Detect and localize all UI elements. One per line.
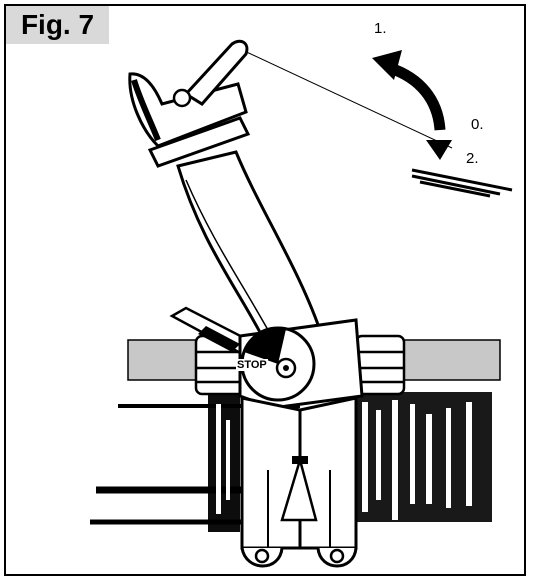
- bracket-left: [240, 396, 302, 550]
- bracket-slot: [280, 455, 318, 522]
- deflector-handle: [183, 39, 249, 106]
- position-2-label: 2.: [466, 150, 479, 167]
- ground-hatch: [411, 168, 513, 198]
- arrow-head-up: [372, 50, 402, 80]
- lever-arrow: [198, 326, 240, 352]
- position-0-label: 0.: [471, 116, 484, 133]
- right-coil: [354, 334, 406, 396]
- figure-label: Fig. 7: [6, 6, 109, 44]
- leader-line: [237, 47, 453, 149]
- chute-deflector: [128, 72, 248, 148]
- chute-tube: [176, 150, 325, 338]
- position-1-label: 1.: [374, 20, 387, 37]
- handle-pivot: [172, 88, 192, 108]
- chute-collar: [147, 116, 251, 168]
- stop-label: STOP: [236, 359, 268, 371]
- bracket-right: [298, 396, 358, 550]
- foot-screw-right: [329, 548, 345, 564]
- motion-arc: [388, 62, 446, 131]
- foot-screw-left: [254, 548, 270, 564]
- base-texture-gaps: [216, 400, 472, 520]
- arrow-head-down: [426, 140, 452, 160]
